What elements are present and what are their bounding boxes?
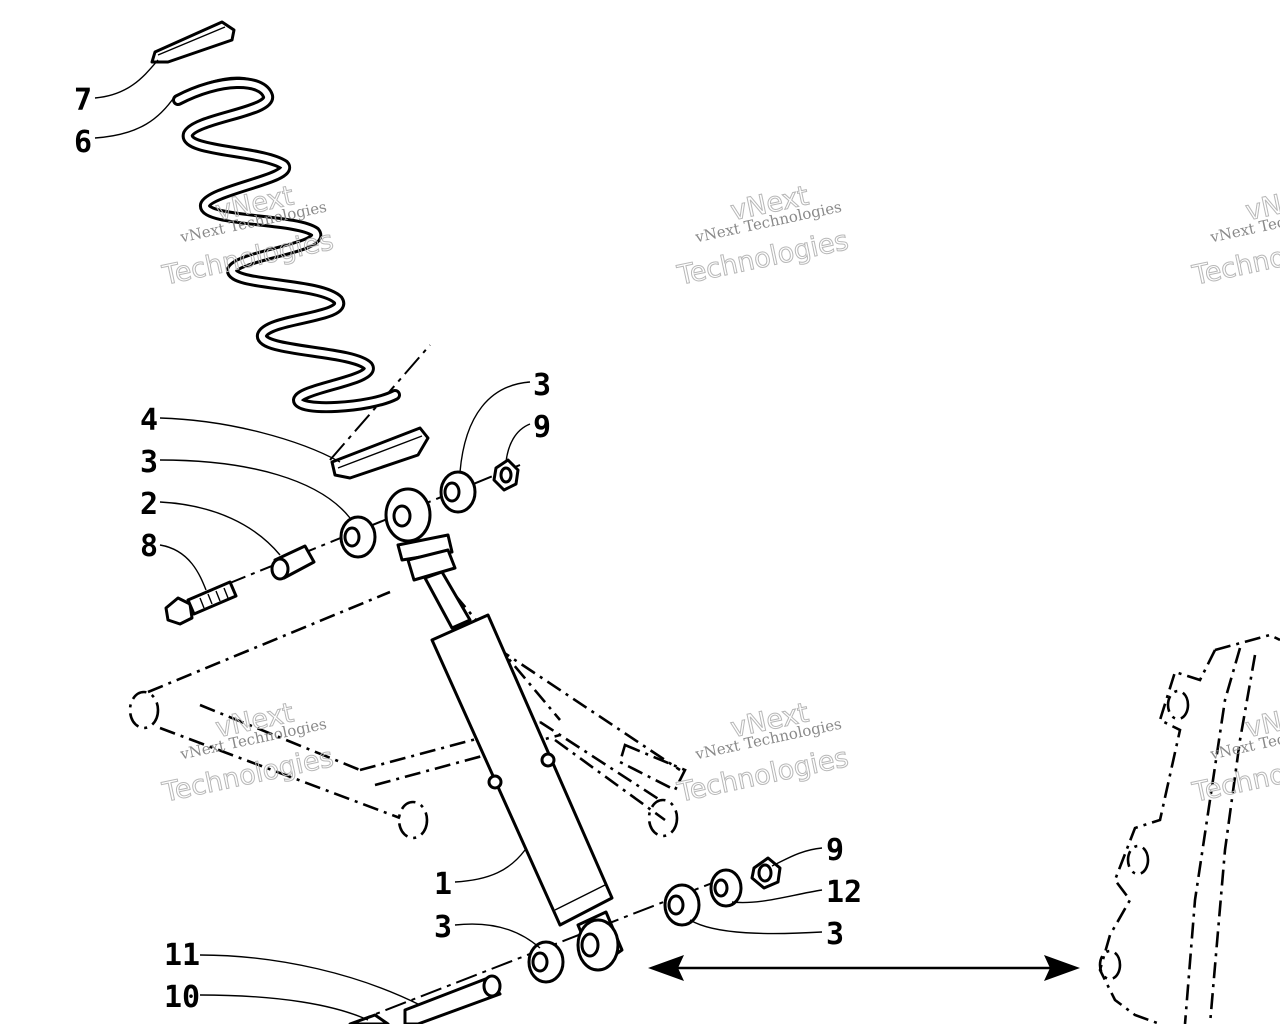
- leader-lines: [94, 59, 823, 1021]
- callout-1: 1: [434, 867, 452, 902]
- sleeve-icon: [270, 544, 316, 581]
- callout-11: 11: [164, 938, 200, 973]
- callout-4: 4: [140, 403, 158, 438]
- callout-9-top: 9: [533, 410, 551, 445]
- watermark-4: vNext Technologies vNext Technologies: [159, 697, 337, 809]
- watermark-6: vNext Technologies vNext Technologies: [1189, 697, 1280, 809]
- coil-spring-icon: [172, 76, 401, 414]
- frame-phantom: [1098, 633, 1280, 1024]
- svg-text:vNext: vNext: [1243, 697, 1280, 744]
- callout-12: 12: [826, 875, 862, 910]
- svg-text:vNext: vNext: [1243, 180, 1280, 227]
- callout-3-right: 3: [826, 917, 844, 952]
- callout-2: 2: [140, 487, 158, 522]
- callout-10: 10: [164, 980, 200, 1015]
- callout-6: 6: [74, 125, 92, 160]
- watermark-3: vNext Technologies vNext Technologies: [1189, 180, 1280, 292]
- watermark-1: vNext Technologies vNext Technologies: [159, 180, 337, 292]
- callout-3-top: 3: [533, 368, 551, 403]
- callout-9-bottom: 9: [826, 833, 844, 868]
- watermark-5: vNext Technologies vNext Technologies: [674, 697, 852, 809]
- spring-retainer-icon: [150, 20, 236, 64]
- callout-labels: 7 6 4 3 2 8 3 9 1 3 9 12 3 11 10: [74, 83, 862, 1015]
- shock-absorber-icon: [384, 487, 624, 972]
- callout-3-left: 3: [140, 445, 158, 480]
- spring-seat-icon: [330, 426, 430, 480]
- double-arrow-icon: [648, 955, 1080, 981]
- bushing-icon: [339, 470, 743, 984]
- callout-8: 8: [140, 529, 158, 564]
- callout-7: 7: [74, 83, 92, 118]
- watermark-2: vNext Technologies vNext Technologies: [674, 180, 852, 292]
- hex-bolt-icon: [164, 580, 238, 626]
- lower-sleeve-icon: [348, 974, 502, 1024]
- callout-3-bottom: 3: [434, 910, 452, 945]
